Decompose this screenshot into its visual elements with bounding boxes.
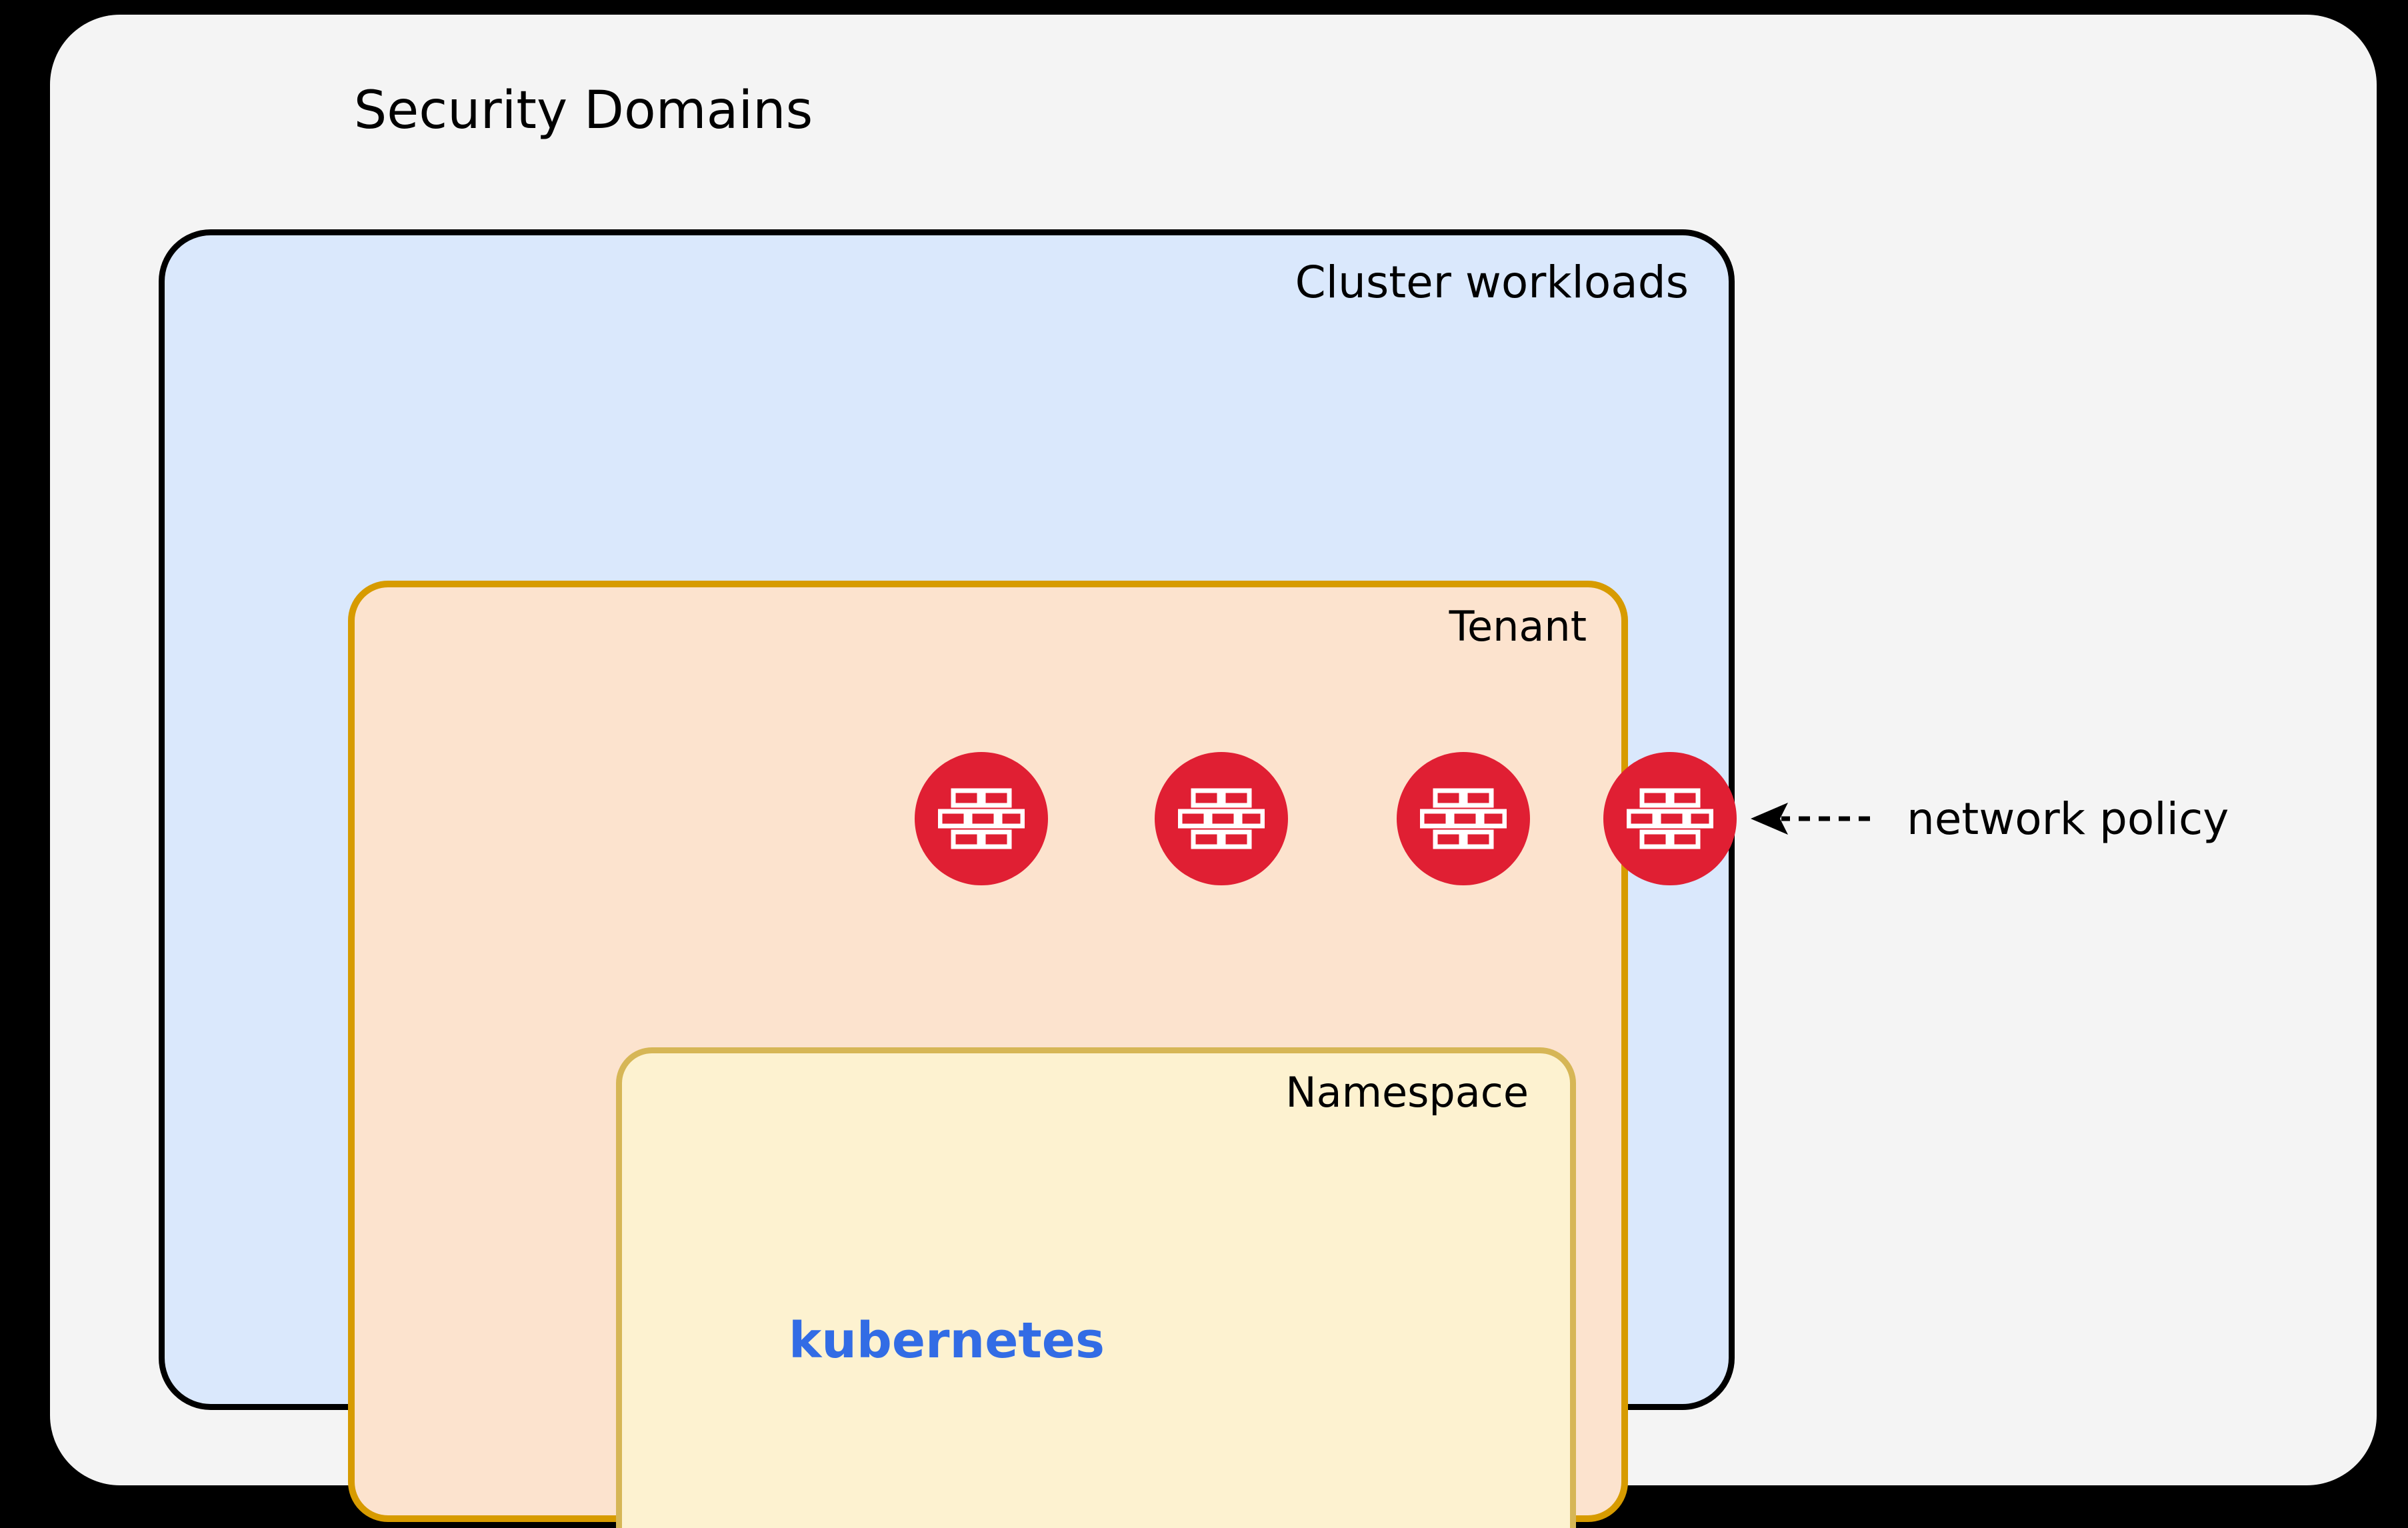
- firewall-icon: [915, 752, 1048, 885]
- dashed-left-arrow-icon: [1747, 795, 1873, 842]
- firewall-icon: [1603, 752, 1737, 885]
- firewall-icon: [1397, 752, 1530, 885]
- security-domains-container: Security Domains Cluster workloads Tenan…: [50, 15, 2377, 1528]
- cluster-workloads-container: Cluster workloads Tenant Namespace Endpo…: [159, 229, 1735, 1528]
- network-policy-annotation: network policy: [1747, 779, 2229, 859]
- namespace-container: Namespace Endpoint groups: [616, 1047, 1576, 1528]
- cluster-workloads-title: Cluster workloads: [1295, 257, 1689, 308]
- tenant-container: Tenant Namespace Endpoint groups: [348, 581, 1628, 1528]
- namespace-title: Namespace: [1285, 1068, 1529, 1117]
- kubernetes-brand-label: kubernetes: [788, 1312, 1105, 1369]
- network-policy-label: network policy: [1907, 793, 2229, 845]
- security-domains-title: Security Domains: [353, 81, 813, 141]
- tenant-title: Tenant: [1449, 602, 1587, 651]
- firewall-icon: [1155, 752, 1288, 885]
